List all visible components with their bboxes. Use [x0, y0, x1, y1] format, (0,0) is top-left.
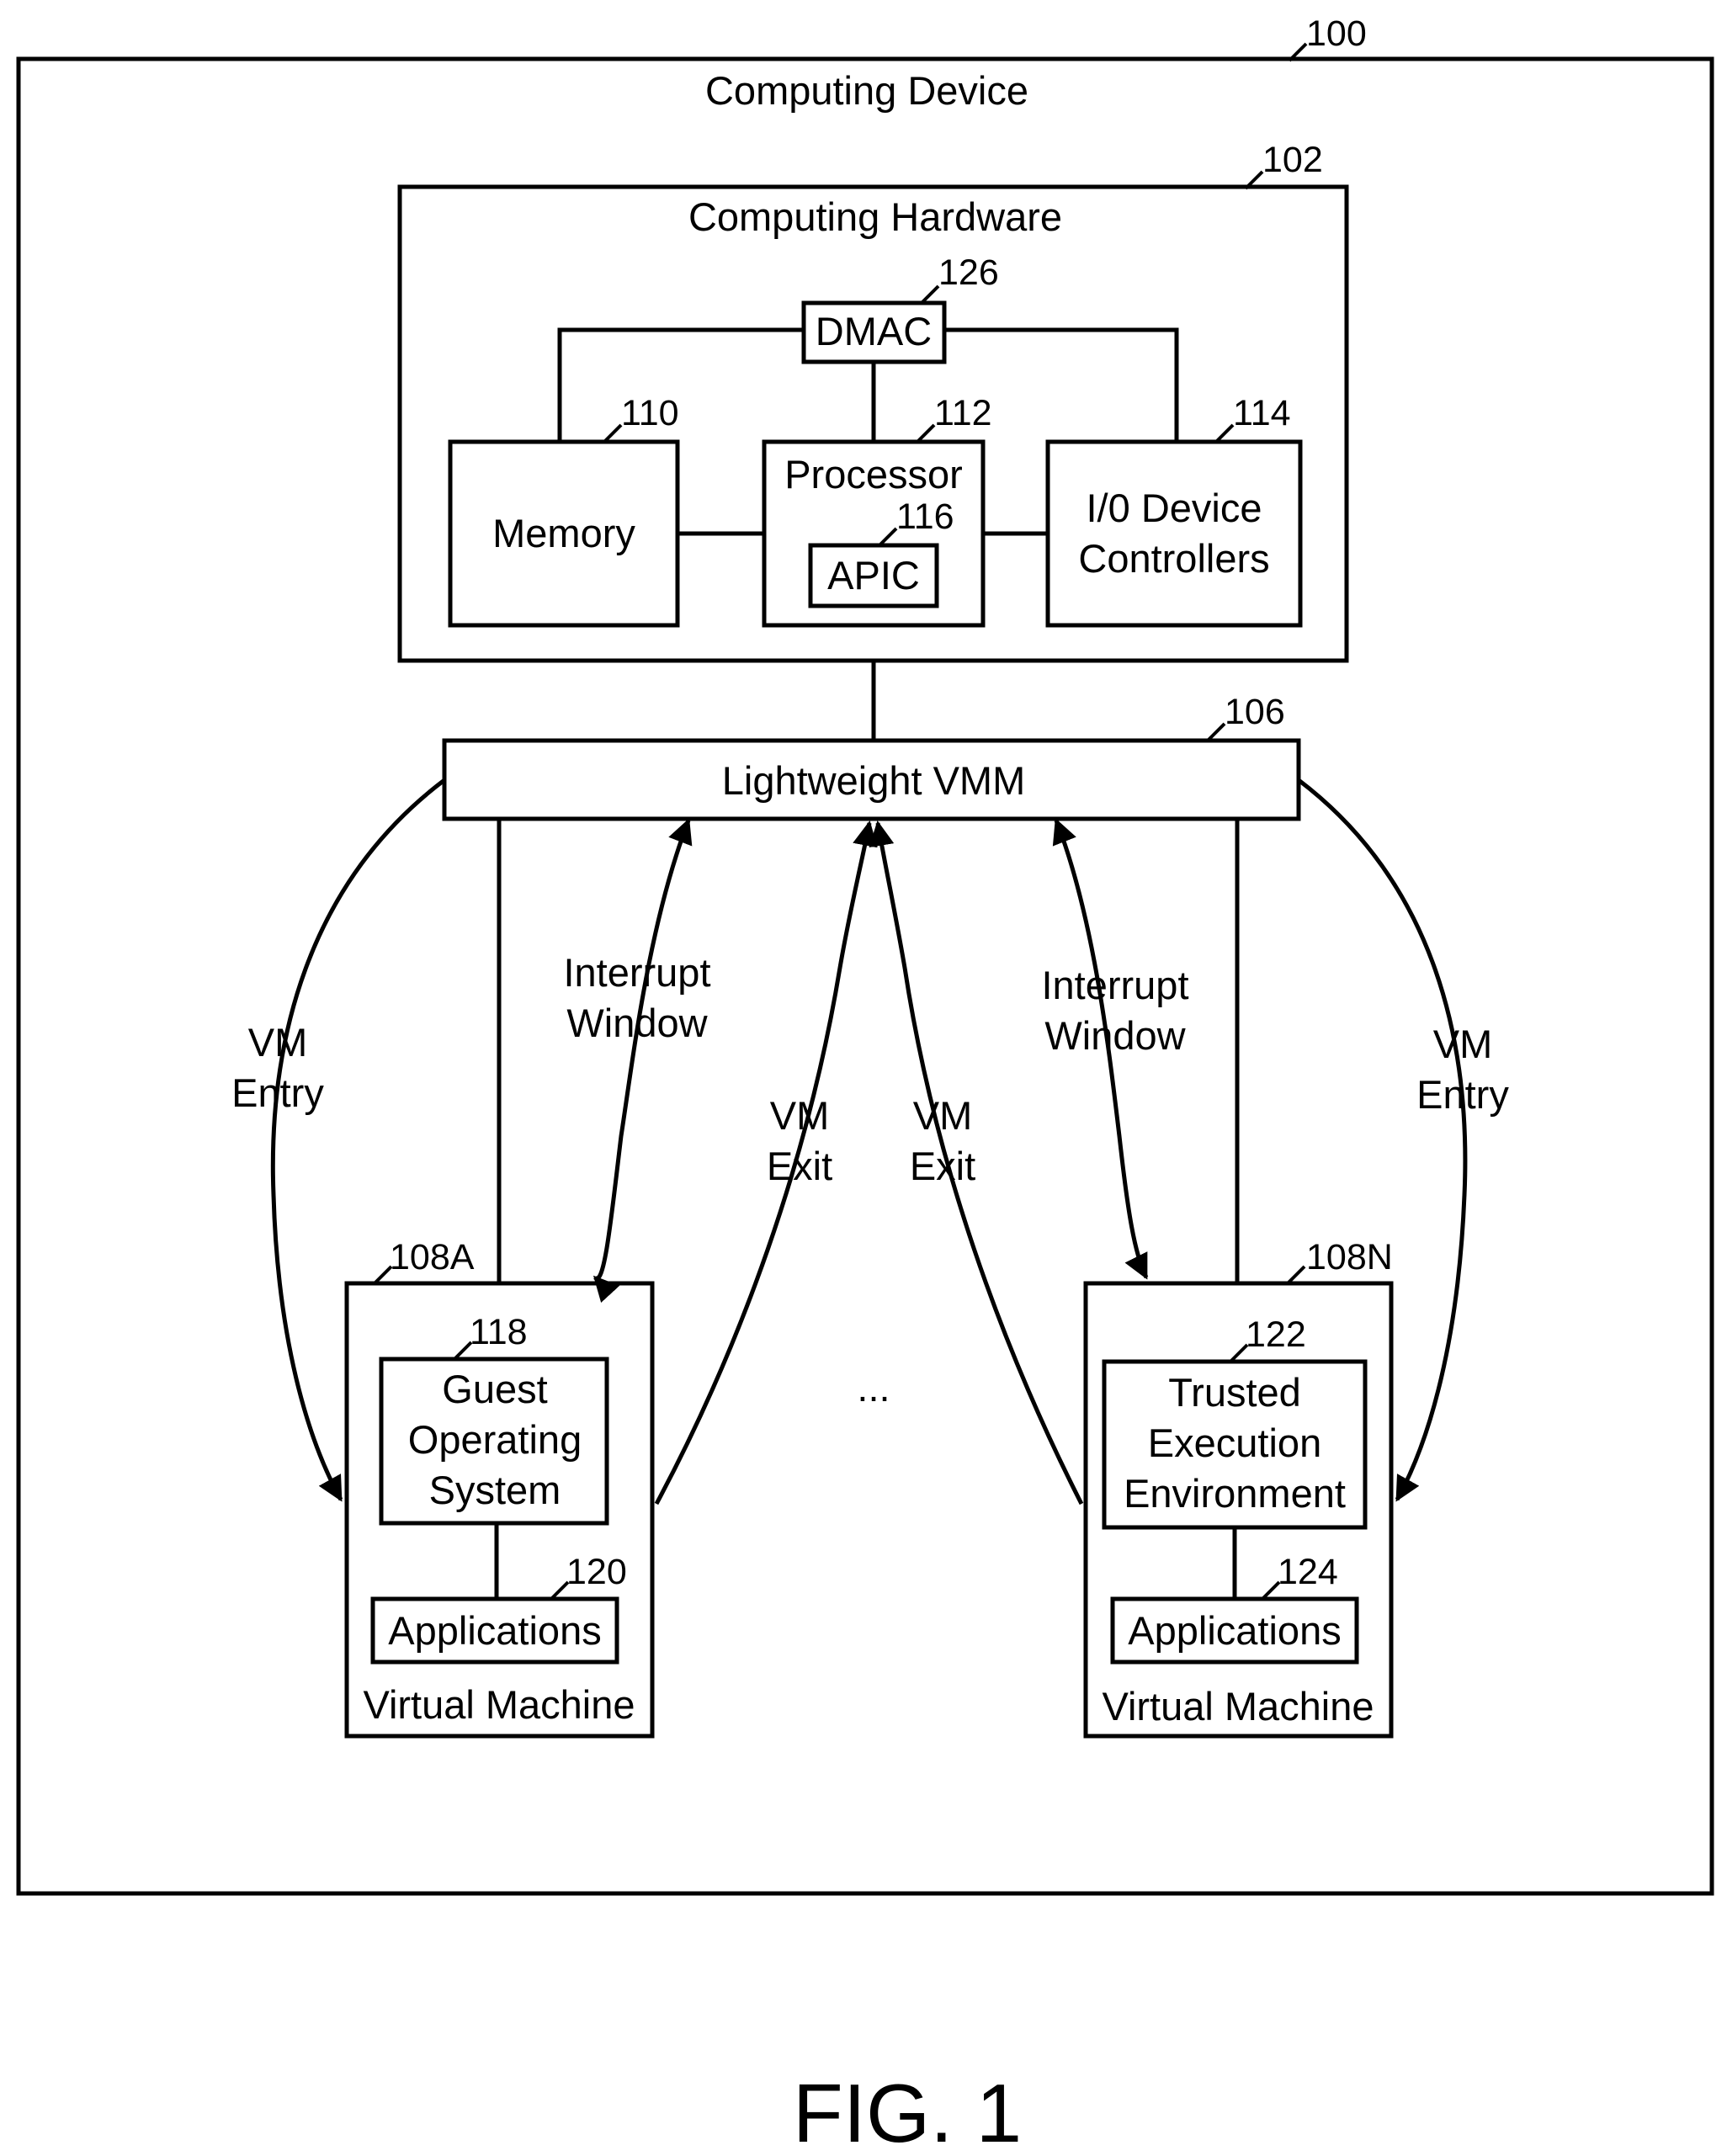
vm-entry-right-line1: VM [1433, 1022, 1493, 1066]
vm-exit-arrow-left [656, 823, 869, 1504]
tee-label-line2: Execution [1148, 1421, 1321, 1465]
vm-entry-right-line2: Entry [1416, 1072, 1509, 1117]
ref-108n-leader [1288, 1267, 1305, 1283]
vm-exit-arrow-right [878, 823, 1081, 1504]
vm-entry-arrow-left [273, 780, 444, 1500]
interrupt-window-left-line1: Interrupt [563, 950, 710, 995]
ref-110: 110 [621, 393, 679, 433]
ref-106: 106 [1225, 692, 1285, 732]
vmm-label: Lightweight VMM [722, 758, 1026, 803]
vm-a-label: Virtual Machine [363, 1682, 635, 1727]
ref-122-leader [1230, 1345, 1247, 1362]
ref-126: 126 [938, 252, 999, 293]
vm-a-applications-label: Applications [388, 1608, 601, 1653]
interrupt-window-arrow-left [595, 820, 688, 1278]
ref-114: 114 [1233, 393, 1291, 433]
dmac-to-memory-line [560, 330, 804, 442]
ref-106-leader [1208, 724, 1225, 741]
io-controllers-label-line2: Controllers [1078, 536, 1269, 581]
ref-112: 112 [934, 393, 992, 433]
ref-118: 118 [470, 1312, 528, 1352]
computing-hardware-label: Computing Hardware [688, 194, 1062, 239]
ref-100: 100 [1306, 13, 1367, 54]
ref-108n: 108N [1306, 1237, 1393, 1277]
vm-exit-right-line2: Exit [910, 1144, 975, 1188]
apic-label: APIC [827, 553, 920, 597]
vm-exit-left-line1: VM [770, 1093, 830, 1138]
vm-n-label: Virtual Machine [1102, 1684, 1374, 1729]
ref-116: 116 [896, 497, 954, 537]
interrupt-window-left-line2: Window [566, 1001, 708, 1045]
ref-116-leader [879, 528, 896, 545]
vm-entry-left-line1: VM [248, 1020, 308, 1065]
vm-entry-arrow-right [1299, 780, 1465, 1500]
ref-120: 120 [566, 1552, 627, 1592]
ref-124: 124 [1278, 1552, 1338, 1592]
ref-108a: 108A [390, 1237, 475, 1277]
ref-110-leader [604, 425, 621, 442]
tee-label-line3: Environment [1124, 1471, 1346, 1516]
figure-label: FIG. 1 [793, 2067, 1022, 2156]
dmac-label: DMAC [816, 309, 932, 353]
ref-118-leader [454, 1342, 471, 1359]
ref-108a-leader [375, 1267, 391, 1283]
memory-label: Memory [492, 511, 635, 555]
ref-122: 122 [1246, 1314, 1306, 1355]
guest-os-label-line1: Guest [442, 1367, 547, 1411]
vm-n-applications-label: Applications [1128, 1608, 1341, 1653]
ellipsis: ... [857, 1365, 890, 1410]
ref-124-leader [1262, 1582, 1279, 1599]
vm-exit-left-line2: Exit [767, 1144, 832, 1188]
vm-exit-right-line1: VM [913, 1093, 973, 1138]
io-controllers-label-line1: I/0 Device [1087, 486, 1262, 530]
tee-label-line1: Trusted [1168, 1370, 1301, 1415]
guest-os-label-line2: Operating [408, 1417, 582, 1462]
vm-entry-left-line2: Entry [231, 1070, 324, 1115]
ref-114-leader [1216, 425, 1233, 442]
io-controllers-box [1048, 442, 1300, 625]
ref-120-leader [551, 1582, 568, 1599]
interrupt-window-right-line2: Window [1044, 1013, 1186, 1058]
ref-126-leader [922, 286, 938, 303]
processor-label: Processor [784, 452, 963, 497]
ref-102: 102 [1262, 140, 1323, 180]
guest-os-label-line3: System [429, 1468, 561, 1512]
interrupt-window-right-line1: Interrupt [1041, 963, 1188, 1007]
computing-device-label: Computing Device [705, 68, 1028, 113]
ref-112-leader [917, 425, 934, 442]
